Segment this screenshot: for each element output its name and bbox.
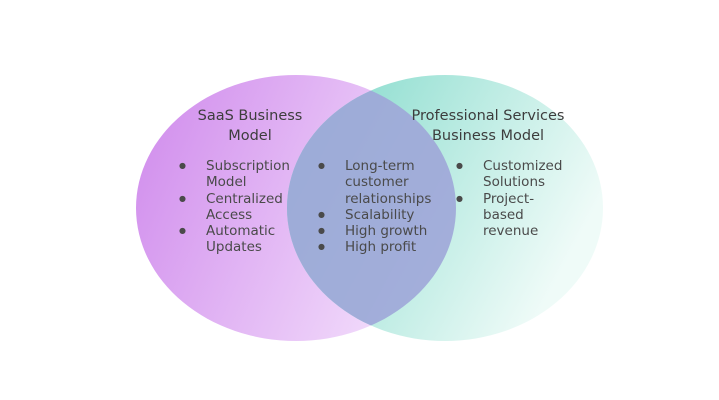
list-item: High profit: [318, 239, 448, 256]
services-bullet-list: Customized Solutions Project-based reven…: [456, 158, 568, 239]
list-item: Subscription Model: [179, 158, 290, 191]
list-item: Centralized Access: [179, 191, 289, 224]
list-item: Customized Solutions: [456, 158, 568, 191]
list-item: Scalability: [318, 207, 448, 224]
list-item: Project-based revenue: [456, 191, 568, 240]
saas-bullet-list: Subscription Model Centralized Access Au…: [179, 158, 290, 256]
list-item: Long-term customer relationships: [318, 158, 448, 207]
list-item: High growth: [318, 223, 448, 240]
overlap-bullet-list: Long-term customer relationships Scalabi…: [318, 158, 448, 256]
list-item: Automatic Updates: [179, 223, 289, 256]
services-title: Professional Services Business Model: [411, 108, 565, 144]
saas-title: SaaS Business Model: [197, 108, 303, 144]
